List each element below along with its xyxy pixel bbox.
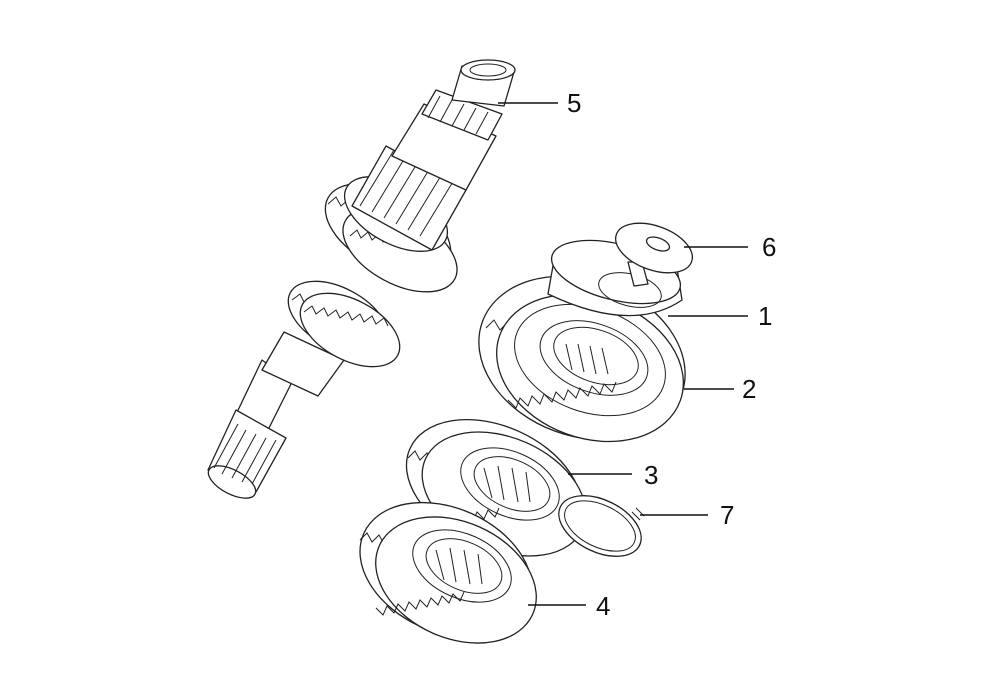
callout-4: 4 (596, 591, 610, 621)
leader-lines (498, 102, 748, 606)
lower-spline-teeth (213, 423, 277, 485)
bearing-ring-rollers (427, 95, 489, 135)
callout-7: 7 (720, 500, 734, 530)
callout-3: 3 (644, 460, 658, 490)
snap-ring-part-7 (558, 495, 645, 557)
lower-gear-part-4 (359, 501, 537, 644)
small-gear-hub-splines (483, 465, 531, 503)
large-gear-hub-splines (565, 343, 609, 375)
callout-2: 2 (742, 374, 756, 404)
lower-helical-gear (287, 280, 401, 368)
mid-spline-teeth (359, 149, 455, 237)
lower-gear-hub-splines (435, 547, 483, 585)
callout-5: 5 (567, 88, 581, 118)
main-shaft-part-5 (207, 59, 516, 499)
callout-6: 6 (762, 232, 776, 262)
callout-1: 1 (758, 301, 772, 331)
disc-stem-part-6 (615, 222, 693, 287)
callout-labels: 5 6 1 2 3 7 4 (567, 88, 776, 621)
